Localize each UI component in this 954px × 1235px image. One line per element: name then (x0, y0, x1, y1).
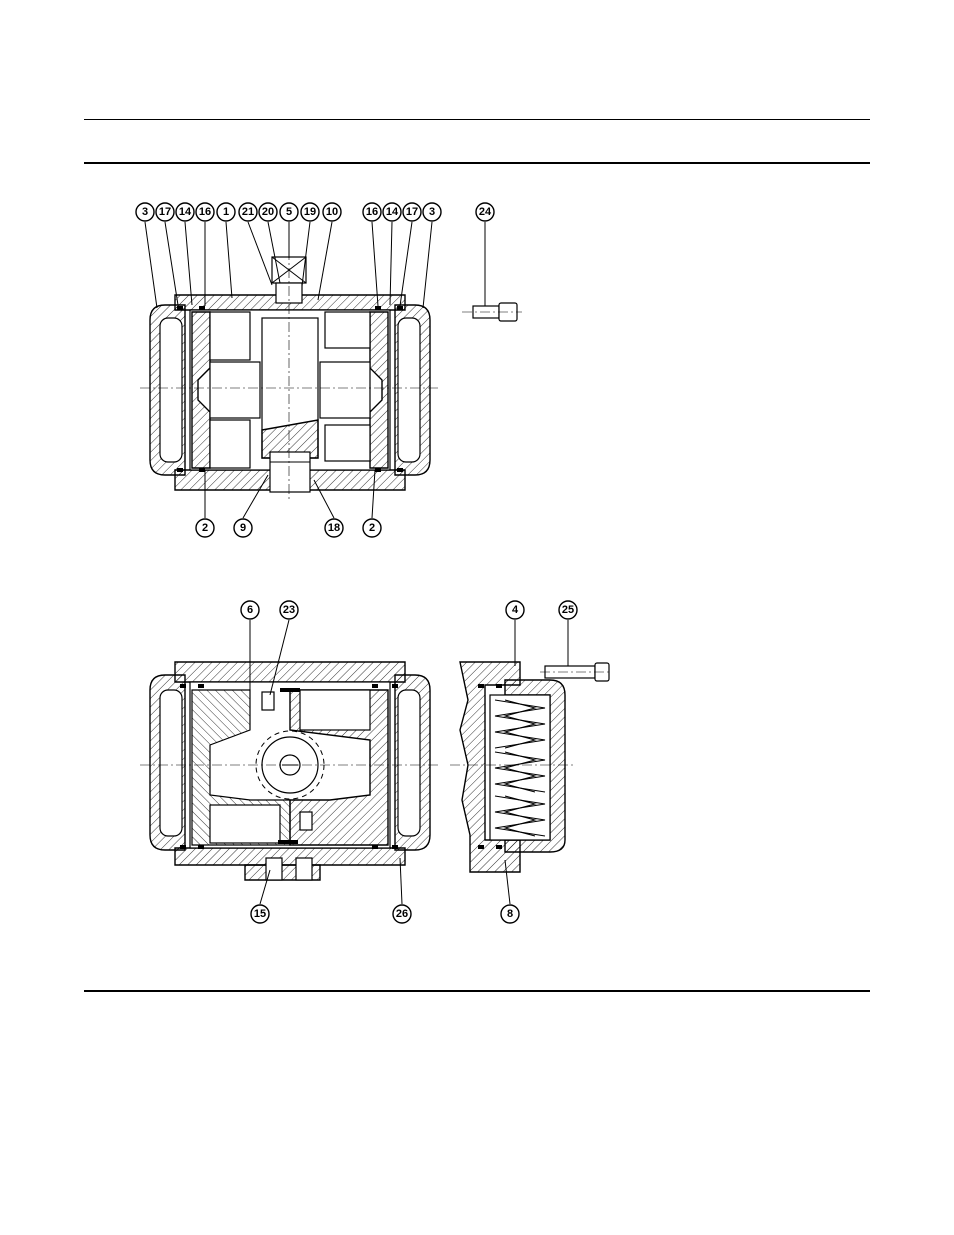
callout-14-left: 14 (176, 203, 194, 221)
svg-text:16: 16 (199, 206, 211, 218)
callout-8: 8 (501, 905, 519, 923)
svg-text:2: 2 (202, 522, 208, 534)
svg-text:26: 26 (396, 908, 408, 920)
top-section-view (140, 250, 440, 500)
svg-text:17: 17 (159, 206, 171, 218)
callout-10: 10 (323, 203, 341, 221)
end-cap-section-view (450, 662, 575, 872)
svg-text:19: 19 (304, 206, 316, 218)
screw-25-drawing (540, 663, 612, 681)
callout-2-left: 2 (196, 519, 214, 537)
callout-23: 23 (280, 601, 298, 619)
svg-text:25: 25 (562, 604, 574, 616)
callout-19: 19 (301, 203, 319, 221)
callout-14-right: 14 (383, 203, 401, 221)
callout-17-left: 17 (156, 203, 174, 221)
svg-text:17: 17 (406, 206, 418, 218)
callout-4: 4 (506, 601, 524, 619)
callout-6: 6 (241, 601, 259, 619)
callout-3-right: 3 (423, 203, 441, 221)
callout-2-right: 2 (363, 519, 381, 537)
svg-text:23: 23 (283, 604, 295, 616)
svg-text:8: 8 (507, 908, 513, 920)
callout-9: 9 (234, 519, 252, 537)
callout-20: 20 (259, 203, 277, 221)
svg-text:18: 18 (328, 522, 340, 534)
callout-3-left: 3 (136, 203, 154, 221)
svg-text:5: 5 (286, 206, 292, 218)
svg-text:15: 15 (254, 908, 266, 920)
callout-24: 24 (476, 203, 494, 221)
svg-text:24: 24 (479, 206, 492, 218)
svg-text:9: 9 (240, 522, 246, 534)
callout-21: 21 (239, 203, 257, 221)
svg-text:2: 2 (369, 522, 375, 534)
svg-text:10: 10 (326, 206, 338, 218)
svg-text:21: 21 (242, 206, 254, 218)
callout-26: 26 (393, 905, 411, 923)
callout-17-right: 17 (403, 203, 421, 221)
svg-text:20: 20 (262, 206, 274, 218)
svg-text:14: 14 (179, 206, 192, 218)
svg-text:14: 14 (386, 206, 399, 218)
svg-text:3: 3 (142, 206, 148, 218)
svg-text:16: 16 (366, 206, 378, 218)
bottom-section-view (140, 662, 440, 880)
callout-25: 25 (559, 601, 577, 619)
callout-1: 1 (217, 203, 235, 221)
callout-18: 18 (325, 519, 343, 537)
svg-text:4: 4 (512, 604, 519, 616)
svg-text:6: 6 (247, 604, 253, 616)
svg-text:3: 3 (429, 206, 435, 218)
callout-15: 15 (251, 905, 269, 923)
screw-24-drawing (462, 303, 522, 321)
callout-16-right: 16 (363, 203, 381, 221)
callout-16-left: 16 (196, 203, 214, 221)
svg-text:1: 1 (223, 206, 229, 218)
callout-5: 5 (280, 203, 298, 221)
